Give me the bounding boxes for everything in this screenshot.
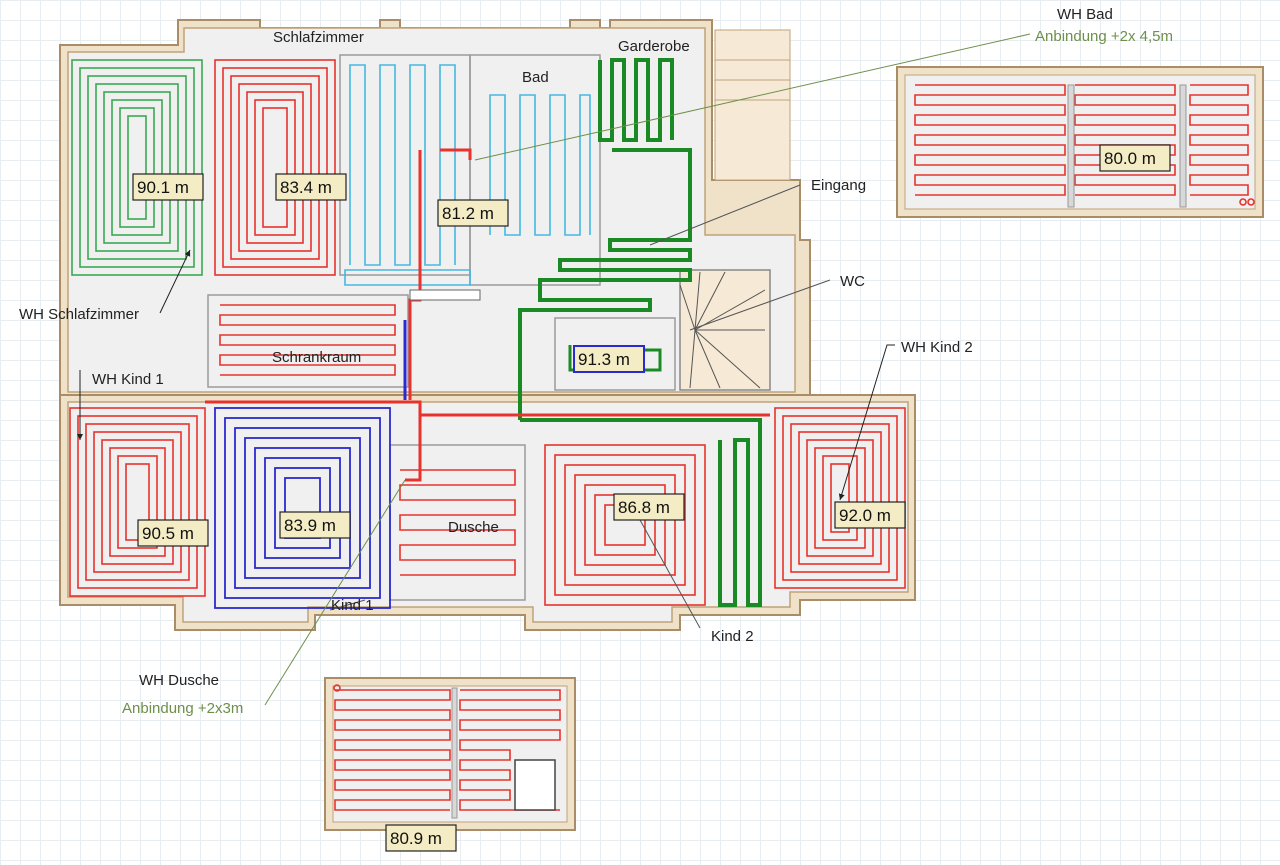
wh-schlafzimmer-label: WH Schlafzimmer [19,306,139,323]
svg-text:86.8 m: 86.8 m [618,498,670,517]
svg-text:92.0 m: 92.0 m [839,506,891,525]
svg-text:81.2 m: 81.2 m [442,204,494,223]
room-label-wc: WC [840,273,865,290]
wh-bad-detail [896,66,1264,218]
svg-text:80.0 m: 80.0 m [1104,149,1156,168]
leader-lines [77,33,1031,706]
length-schlafzimmer-wall: 90.1 m [132,173,204,201]
supply-lines [205,148,770,482]
svg-text:90.1 m: 90.1 m [137,178,189,197]
length-wh-dusche: 80.9 m [385,824,457,852]
wh-dusche-detail [324,677,576,831]
room-label-garderobe: Garderobe [618,38,690,55]
wh-dusche-label: WH Dusche [139,672,219,689]
wh-kind2-label: WH Kind 2 [901,339,973,356]
room-label-schrankraum: Schrankraum [272,349,361,366]
wh-kind1-label: WH Kind 1 [92,371,164,388]
loop-bad [344,64,591,286]
loop-schlafzimmer [214,59,336,276]
room-label-eingang: Eingang [811,177,866,194]
svg-text:90.5 m: 90.5 m [142,524,194,543]
room-label-schlafzimmer: Schlafzimmer [273,29,364,46]
length-schlafzimmer: 83.4 m [275,173,347,201]
length-kind2: 86.8 m [613,493,685,521]
room-label-dusche: Dusche [448,519,499,536]
loop-kind1 [214,407,391,609]
length-wc: 91.3 m [573,345,645,373]
wh-bad-label: WH Bad [1057,6,1113,23]
room-label-kind2: Kind 2 [711,628,754,645]
length-kind1-wall: 90.5 m [137,519,209,547]
length-wh-bad: 80.0 m [1099,144,1171,172]
svg-text:80.9 m: 80.9 m [390,829,442,848]
loop-schlafzimmer-wall [71,59,203,276]
loop-dusche [399,469,516,576]
svg-text:83.4 m: 83.4 m [280,178,332,197]
loop-kind1-wall [69,407,206,597]
length-bad: 81.2 m [437,199,509,227]
length-kind2-wall: 92.0 m [834,501,906,529]
wh-dusche-connection: Anbindung +2x3m [122,700,243,717]
room-label-kind1: Kind 1 [331,597,374,614]
length-kind1: 83.9 m [279,511,351,539]
svg-text:91.3 m: 91.3 m [578,350,630,369]
room-label-bad: Bad [522,69,549,86]
loop-eingang [518,58,762,607]
loop-schrankraum [219,304,396,376]
loop-kind2-wall [774,407,906,589]
svg-text:83.9 m: 83.9 m [284,516,336,535]
wh-bad-connection: Anbindung +2x 4,5m [1035,28,1173,45]
